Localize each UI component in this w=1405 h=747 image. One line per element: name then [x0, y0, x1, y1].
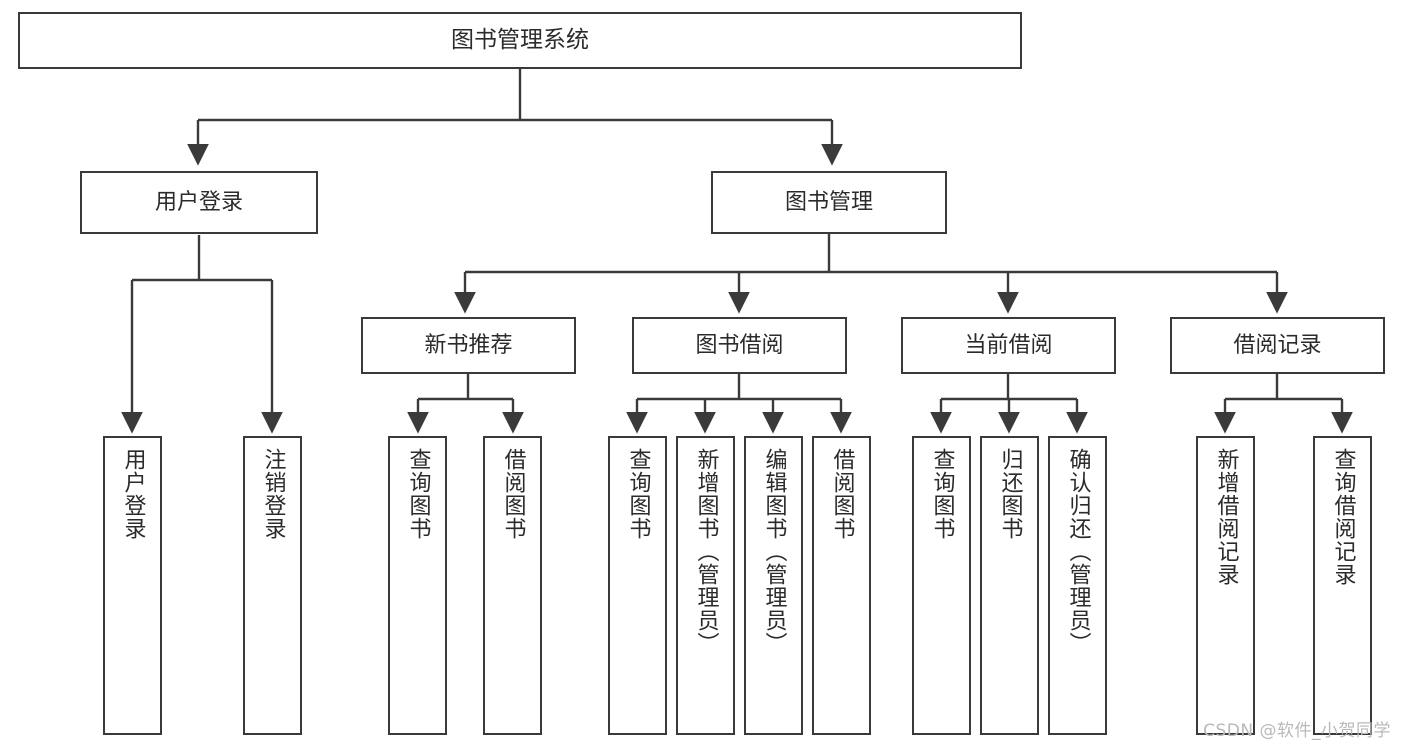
leaf-label: 编辑图书（管理员）: [761, 448, 787, 655]
leaf-user-login-logout[interactable]: 注销登录: [243, 436, 302, 735]
leaf-book-borrow-borrow-book[interactable]: 借阅图书: [812, 436, 871, 735]
leaf-current-borrow-query-book[interactable]: 查询图书: [912, 436, 971, 735]
node-book-borrow[interactable]: 图书借阅: [632, 317, 847, 374]
node-root-system[interactable]: 图书管理系统: [18, 12, 1022, 69]
leaf-label: 查询图书: [625, 448, 651, 540]
leaf-label: 查询借阅记录: [1330, 448, 1356, 586]
leaf-borrow-record-add-record[interactable]: 新增借阅记录: [1196, 436, 1255, 735]
node-user-login[interactable]: 用户登录: [80, 171, 318, 234]
node-book-management[interactable]: 图书管理: [711, 171, 947, 234]
leaf-label: 新增借阅记录: [1213, 448, 1239, 586]
leaf-label: 归还图书: [997, 448, 1023, 540]
leaf-label: 新增图书（管理员）: [693, 448, 719, 655]
leaf-new-book-query-book[interactable]: 查询图书: [388, 436, 447, 735]
leaf-book-borrow-add-book[interactable]: 新增图书（管理员）: [676, 436, 735, 735]
node-current-borrow[interactable]: 当前借阅: [901, 317, 1116, 374]
node-new-book-recommend[interactable]: 新书推荐: [361, 317, 576, 374]
leaf-label: 借阅图书: [829, 448, 855, 540]
leaf-user-login-login[interactable]: 用户登录: [103, 436, 162, 735]
node-borrow-record[interactable]: 借阅记录: [1170, 317, 1385, 374]
leaf-label: 借阅图书: [500, 448, 526, 540]
leaf-label: 确认归还（管理员）: [1065, 448, 1091, 655]
leaf-current-borrow-return-book[interactable]: 归还图书: [980, 436, 1039, 735]
leaf-label: 用户登录: [120, 448, 146, 540]
leaf-label: 查询图书: [929, 448, 955, 540]
leaf-current-borrow-confirm-return[interactable]: 确认归还（管理员）: [1048, 436, 1107, 735]
leaf-book-borrow-query-book[interactable]: 查询图书: [608, 436, 667, 735]
leaf-label: 注销登录: [260, 448, 286, 540]
leaf-label: 查询图书: [405, 448, 431, 540]
leaf-book-borrow-edit-book[interactable]: 编辑图书（管理员）: [744, 436, 803, 735]
leaf-borrow-record-query-record[interactable]: 查询借阅记录: [1313, 436, 1372, 735]
leaf-new-book-borrow-book[interactable]: 借阅图书: [483, 436, 542, 735]
